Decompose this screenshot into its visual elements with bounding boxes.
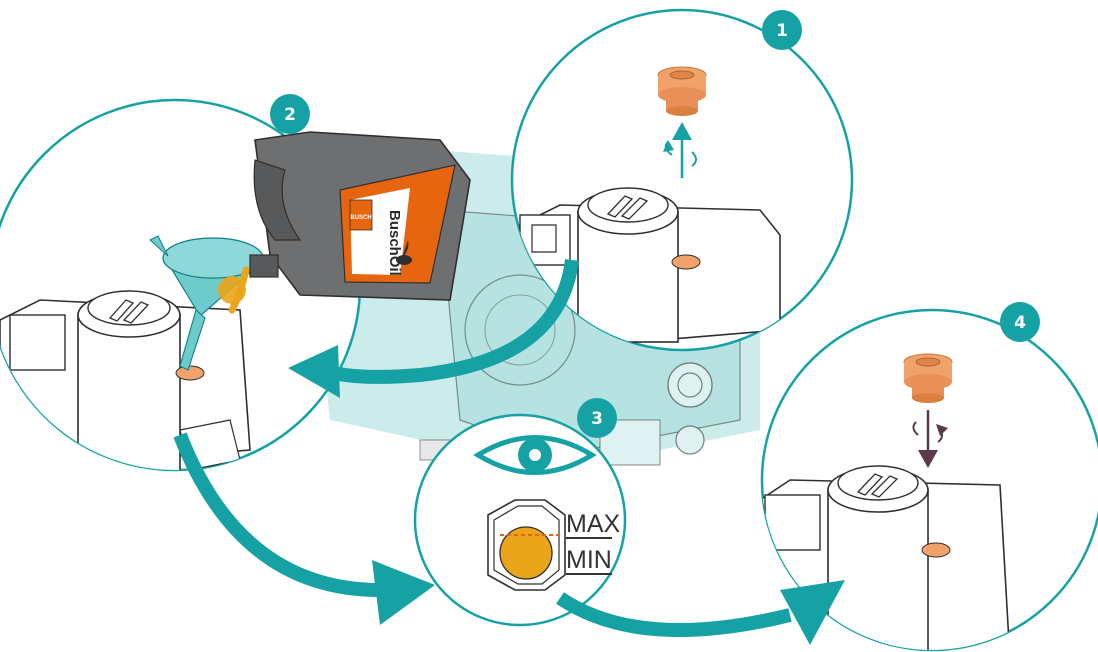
- step-4-number: 4: [1014, 313, 1026, 333]
- oil-plug-icon: [903, 353, 953, 403]
- step-2-number: 2: [284, 105, 296, 125]
- arrow-step-1-to-step-2: [288, 259, 579, 398]
- max-label: MAX: [566, 510, 621, 538]
- step-1-number: 1: [776, 21, 788, 41]
- step-1-panel: 1: [510, 8, 854, 352]
- step-1-badge: [762, 10, 802, 50]
- arrow-step-3-to-step-4: [556, 580, 845, 645]
- eye-icon: [473, 435, 597, 475]
- unscrew-up-arrow-icon: [663, 122, 697, 178]
- canister-logo: BUSCH: [350, 215, 371, 221]
- step-3-panel: MAX MIN 3: [413, 398, 627, 627]
- canister-brand-label: BuschOil: [386, 210, 403, 276]
- arrow-step-2-to-step-3: [173, 432, 435, 625]
- min-level-label: MIN: [566, 546, 612, 575]
- max-level-label: MAX: [566, 510, 621, 539]
- pump-detail-step-4: [762, 465, 1011, 650]
- pump-detail-step-1: [519, 187, 781, 346]
- funnel-icon: [149, 235, 264, 371]
- sight-glass-icon: [487, 499, 566, 591]
- pump-detail-step-2: [0, 290, 251, 470]
- step-4-panel: 4: [760, 302, 1098, 652]
- oil-canister-icon: BUSCH BuschOil: [249, 131, 471, 301]
- step-2-badge: [270, 94, 310, 134]
- oil-plug-icon: [657, 66, 707, 116]
- step-2-panel: BUSCH BuschOil 2: [0, 94, 471, 472]
- step-4-badge: [1000, 302, 1040, 342]
- min-label: MIN: [566, 546, 612, 574]
- screw-in-down-arrow-icon: [912, 410, 948, 468]
- step-3-number: 3: [591, 409, 603, 429]
- step-3-badge: [577, 398, 617, 438]
